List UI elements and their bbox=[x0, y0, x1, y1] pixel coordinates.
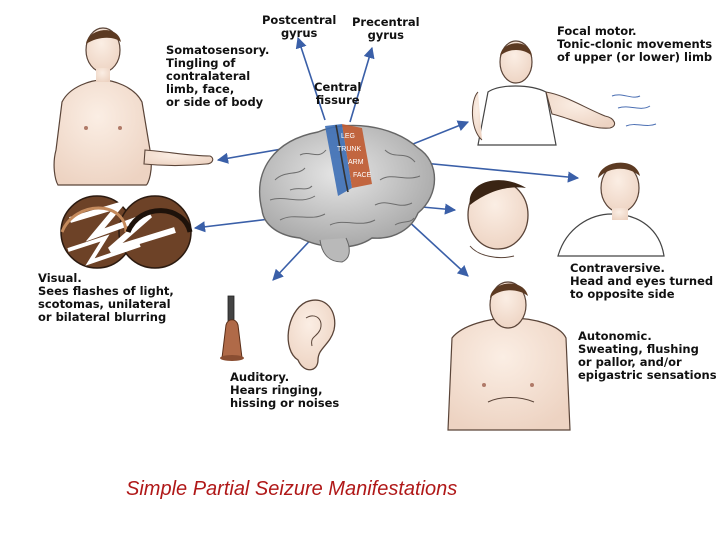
arrow-postcentral bbox=[295, 36, 326, 121]
figure-somatosensory bbox=[53, 27, 214, 186]
figure-contraversive bbox=[557, 162, 665, 257]
arrow-visual bbox=[193, 217, 279, 233]
arrow-autonomic bbox=[404, 217, 469, 277]
precentral-strip bbox=[342, 124, 372, 188]
arrow-precentral bbox=[349, 46, 375, 123]
diagram-caption: Simple Partial Seizure Manifestations bbox=[126, 478, 458, 500]
figure-autonomic bbox=[447, 281, 571, 431]
central-fissure-line bbox=[335, 124, 349, 193]
region-label-trunk: TRUNK bbox=[337, 146, 362, 153]
label-focal-motor: Focal motor.Tonic-clonic movements of up… bbox=[557, 24, 713, 64]
figure-focal-motor bbox=[472, 40, 657, 146]
region-label-face: FACE bbox=[353, 172, 372, 179]
label-auditory: Auditory.Hears ringing, hissing or noise… bbox=[230, 370, 340, 410]
figure-face-head bbox=[467, 180, 529, 259]
label-contraversive: Contraversive.Head and eyes turned to op… bbox=[570, 261, 714, 301]
region-label-arm: ARM bbox=[348, 159, 364, 166]
region-label-leg: LEG bbox=[341, 133, 356, 140]
label-autonomic: Autonomic.Sweating, flushing or pallor, … bbox=[578, 329, 717, 382]
figure-visual bbox=[60, 195, 193, 269]
ear-icon bbox=[287, 299, 336, 371]
brain-illustration bbox=[258, 124, 436, 263]
label-visual: Visual.Sees flashes of light, scotomas, … bbox=[38, 271, 174, 324]
bell-icon bbox=[220, 295, 244, 361]
